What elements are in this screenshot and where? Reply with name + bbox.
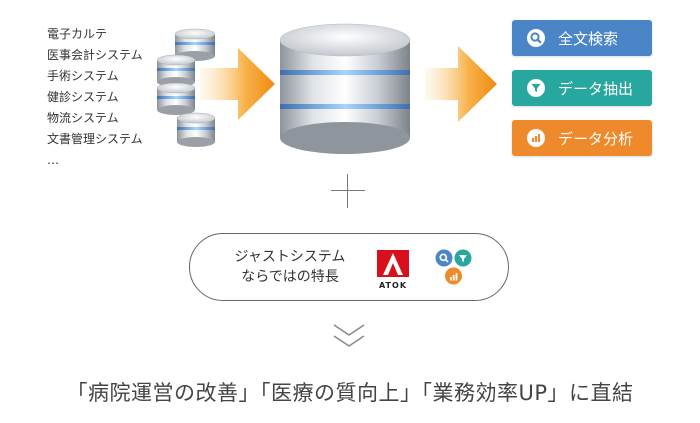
bar-chart-icon [527, 129, 545, 147]
search-icon [435, 249, 453, 267]
filter-icon [527, 79, 545, 97]
data-extract-label: データ抽出 [558, 79, 634, 98]
database-illustration [156, 23, 497, 154]
pill-text-line-1: ジャストシステム [234, 249, 346, 265]
flow-arrow-icon [200, 48, 275, 120]
atok-logo: ATOK [377, 250, 409, 290]
tagline: 「病院運営の改善」「医療の質向上」「業務効率UP」に直結 [66, 381, 634, 405]
plus-icon [331, 174, 365, 208]
flow-arrow-icon [425, 46, 497, 122]
small-database-icon [156, 54, 196, 87]
small-database-icon [156, 82, 196, 115]
central-database-icon [279, 23, 411, 154]
system-item: 物流システム [47, 111, 119, 125]
full-text-search-label: 全文検索 [558, 29, 619, 48]
full-text-search-button[interactable]: 全文検索 [512, 20, 652, 56]
system-item: … [47, 153, 59, 167]
data-analyze-button[interactable]: データ分析 [512, 120, 652, 156]
search-icon [527, 29, 545, 47]
source-system-list: 電子カルテ 医事会計システム 手術システム 健診システム 物流システム 文書管理… [47, 24, 143, 171]
system-item: 医事会計システム [47, 48, 143, 62]
system-item: 健診システム [47, 90, 119, 104]
feature-mini-icons [435, 249, 472, 285]
atok-mark-icon [377, 250, 409, 277]
small-database-icon [176, 112, 216, 147]
system-item: 手術システム [47, 69, 119, 83]
data-analyze-label: データ分析 [558, 129, 634, 148]
system-item: 電子カルテ [47, 27, 108, 41]
feature-pill: ジャストシステム ならではの特長 ATOK [189, 233, 509, 301]
data-extract-button[interactable]: データ抽出 [512, 70, 652, 106]
filter-icon [454, 249, 472, 267]
pill-text: ジャストシステム ならではの特長 [226, 247, 354, 287]
bar-chart-icon [445, 267, 462, 285]
atok-label: ATOK [378, 281, 408, 290]
double-chevron-down-icon [333, 324, 365, 347]
system-item: 文書管理システム [47, 132, 143, 146]
pill-text-line-2: ならではの特長 [241, 269, 339, 285]
